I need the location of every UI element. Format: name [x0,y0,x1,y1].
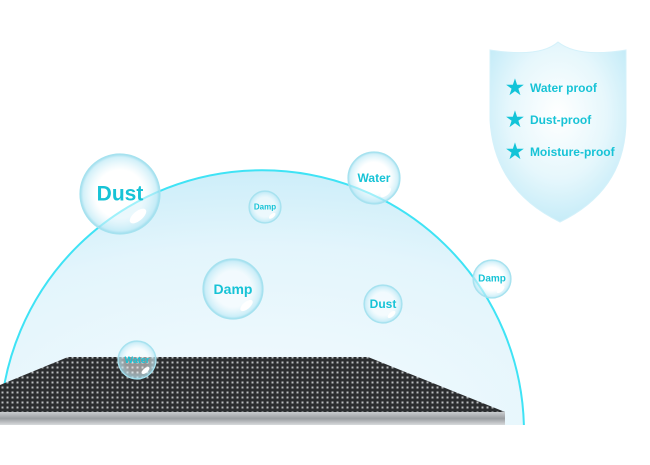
bubble-damp: Damp [472,259,512,299]
bubble-label: Dust [370,297,397,311]
star-icon: ★ [506,141,524,163]
bubble-highlight [496,285,505,293]
feature-label: Dust-proof [529,113,592,127]
bubble-damp: Damp [248,190,282,224]
feature-label: Moisture-proof [529,145,615,159]
bubble-label: Water [125,355,150,365]
bubble-label: Dust [97,183,144,206]
bubble-highlight [240,299,253,312]
bubble-water: Water [117,340,157,380]
bubble-label: Damp [478,274,506,285]
feature-water-proof: ★ Water proof [506,78,597,98]
feature-dust-proof: ★ Dust-proof [506,110,591,130]
bubble-label: Water [358,171,391,185]
star-icon: ★ [506,109,524,131]
bubble-dust: Dust [79,153,161,235]
bubble-highlight [268,212,276,219]
bubble-damp: Damp [202,258,264,320]
bubble-water: Water [347,151,401,205]
feature-label: Water proof [529,81,597,95]
panel-frame [0,412,505,425]
bubble-label: Damp [214,281,253,297]
shield [489,41,627,223]
bubble-highlight [387,310,396,318]
star-icon: ★ [506,77,524,99]
feature-moisture-proof: ★ Moisture-proof [506,142,615,162]
bubble-highlight [141,366,150,374]
bubble-label: Damp [254,203,276,212]
bubble-dust: Dust [363,284,403,324]
bubble-highlight [380,187,392,198]
bubble-highlight [129,208,147,224]
